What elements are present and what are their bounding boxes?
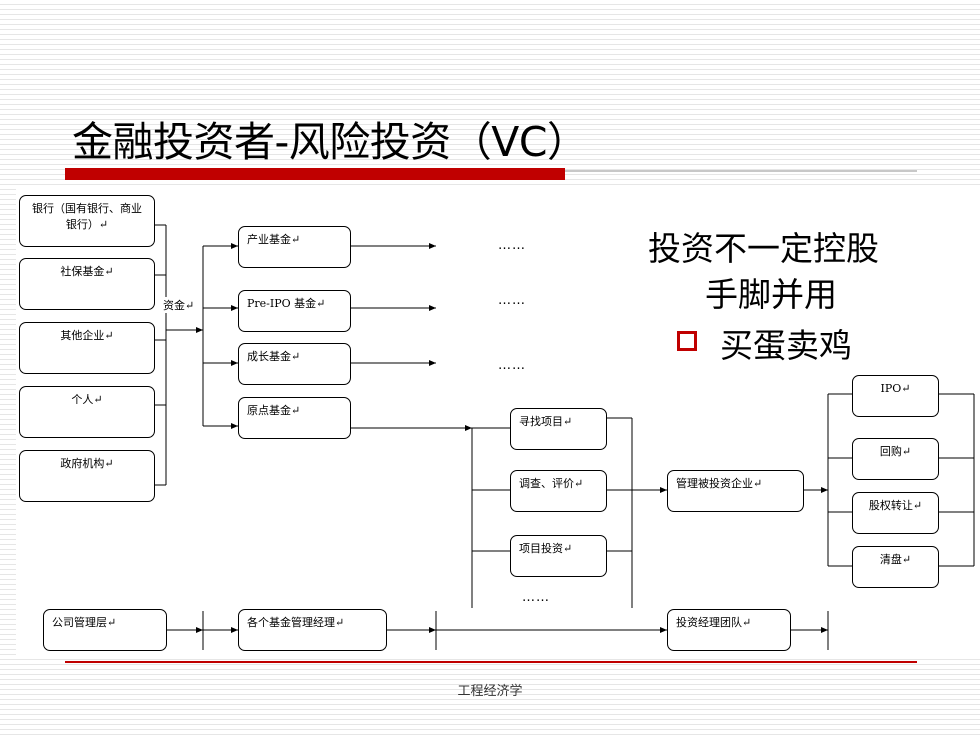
exit-ipo: IPO↵	[852, 375, 939, 417]
fund-growth: 成长基金↵	[238, 343, 351, 385]
source-individuals: 个人↵	[19, 386, 155, 438]
ellipsis-1: ……	[498, 238, 526, 253]
exit-equity-transfer: 股权转让↵	[852, 492, 939, 534]
manage-portfolio: 管理被投资企业↵	[667, 470, 804, 512]
process-investment: 项目投资↵	[510, 535, 607, 577]
fund-industry: 产业基金↵	[238, 226, 351, 268]
ellipsis-2: ……	[498, 293, 526, 308]
bottom-company-management: 公司管理层↵	[43, 609, 167, 651]
exit-buyback: 回购↵	[852, 438, 939, 480]
slide-title: 金融投资者-风险投资（VC）	[72, 118, 588, 166]
source-bank: 银行（国有银行、商业银行）↵	[19, 195, 155, 247]
source-social-security: 社保基金↵	[19, 258, 155, 310]
square-bullet-icon	[677, 331, 697, 351]
fund-seed: 原点基金↵	[238, 397, 351, 439]
ellipsis-4: ……	[522, 590, 550, 605]
bottom-fund-managers: 各个基金管理经理↵	[238, 609, 387, 651]
source-other-enterprises: 其他企业↵	[19, 322, 155, 374]
highlight-bullet: 买蛋卖鸡	[720, 326, 852, 365]
source-government: 政府机构↵	[19, 450, 155, 502]
capital-label: 资金↵	[163, 297, 195, 313]
fund-pre-ipo: Pre-IPO 基金↵	[238, 290, 351, 332]
process-due-diligence: 调查、评价↵	[510, 470, 607, 512]
exit-liquidation: 清盘↵	[852, 546, 939, 588]
footer-text: 工程经济学	[457, 684, 523, 699]
diagram-area	[16, 188, 980, 658]
bottom-investment-team: 投资经理团队↵	[667, 609, 791, 651]
title-accent-bar	[65, 168, 565, 180]
highlight-line-1: 投资不一定控股	[648, 229, 879, 268]
process-find-project: 寻找项目↵	[510, 408, 607, 450]
ellipsis-3: ……	[498, 358, 526, 373]
highlight-line-2: 手脚并用	[705, 275, 837, 314]
footer-divider	[65, 661, 917, 663]
